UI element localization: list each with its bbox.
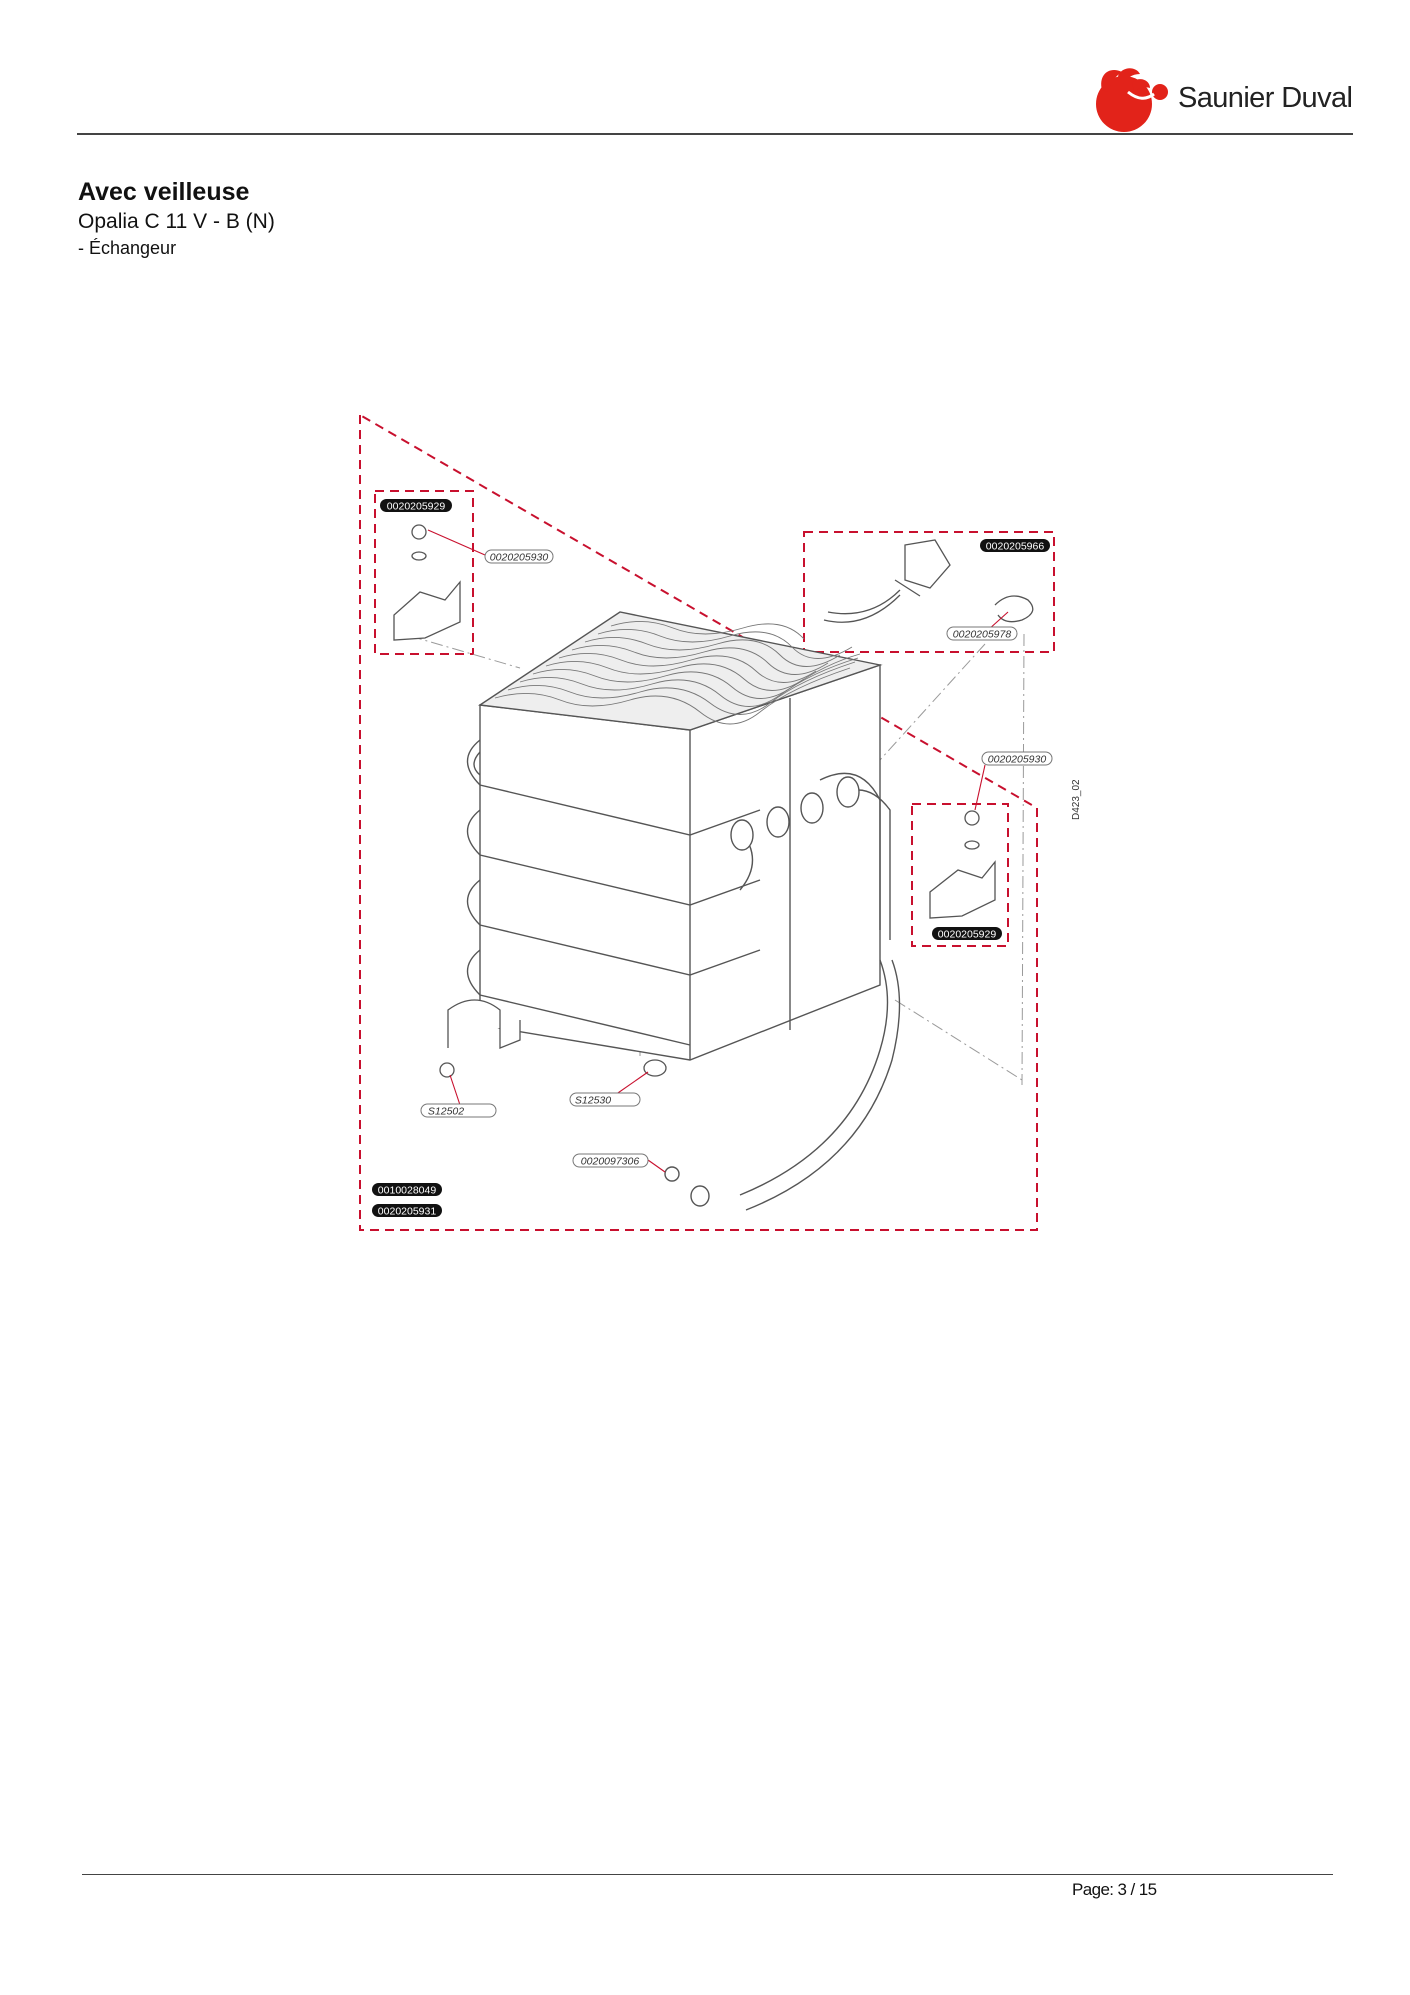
part-tag[interactable]: 0020097306 [572,1153,649,1168]
svg-text:0010028049: 0010028049 [378,1185,437,1197]
part-tag[interactable]: 0020205930 [981,751,1053,766]
document-title: Avec veilleuse [78,178,250,206]
footer-rule [82,1874,1333,1875]
part-tag[interactable]: 0020205929 [932,927,1002,941]
dashed-assembly-boundary [359,414,1055,1231]
part-tag[interactable]: 0010028049 [372,1183,442,1197]
svg-text:0020205929: 0020205929 [387,501,446,513]
drawing-reference: D423_02 [1071,779,1082,820]
part-tag[interactable]: 0020205929 [380,499,452,513]
part-tag[interactable]: 0020205978 [946,626,1018,641]
brand-name: Saunier Duval [1178,82,1353,114]
part-tag[interactable]: S12530 [569,1092,641,1107]
saunier-duval-logo-icon [1096,68,1168,132]
svg-text:0020205966: 0020205966 [986,541,1045,553]
model-name: Opalia C 11 V - B (N) [78,210,275,233]
svg-text:0020205929: 0020205929 [938,929,997,941]
part-tag[interactable]: 0020205966 [980,539,1050,553]
part-tag[interactable]: 0020205931 [372,1204,442,1218]
svg-text:0020205978: 0020205978 [953,629,1012,641]
svg-text:0020205930: 0020205930 [490,552,549,564]
heat-exchanger-body [478,611,883,1061]
svg-text:0020097306: 0020097306 [581,1156,640,1168]
svg-text:S12502: S12502 [428,1106,464,1118]
page-number: Page: 3 / 15 [1072,1880,1157,1899]
flame-sensor-part [823,539,1034,623]
svg-text:0020205931: 0020205931 [378,1206,437,1218]
exchanger-fins [494,621,861,725]
section-name: - Échangeur [78,238,177,258]
fixing-brackets [393,524,996,1078]
part-tag[interactable]: S12502 [420,1103,497,1118]
part-tag[interactable]: 0020205930 [484,549,554,564]
pipe-openings [664,776,860,1207]
header-rule [77,133,1353,135]
svg-text:S12530: S12530 [575,1095,611,1107]
svg-text:0020205930: 0020205930 [988,754,1047,766]
